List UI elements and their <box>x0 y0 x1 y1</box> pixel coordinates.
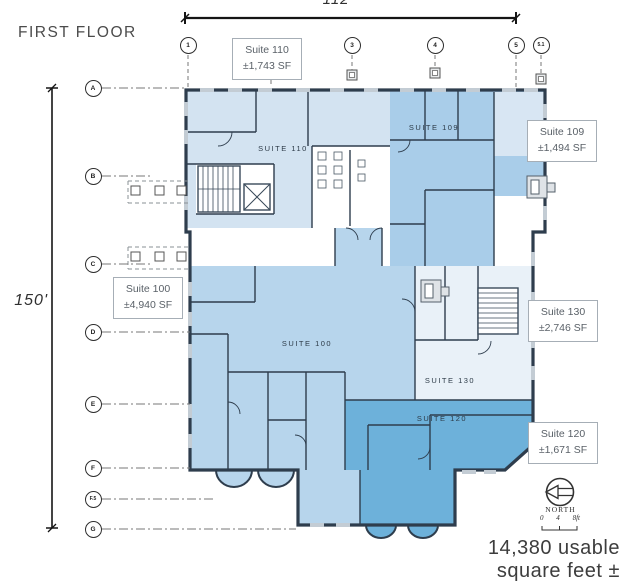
scale-tick-4: 4 <box>556 514 560 522</box>
grid-column-bubble-3: 3 <box>343 37 361 54</box>
total-area-line2: square feet ± <box>496 560 620 582</box>
north-arrow-icon <box>544 477 575 507</box>
suite-130-area-text: ±2,746 SF <box>538 321 588 334</box>
restroom-area <box>312 146 390 228</box>
door-swings <box>217 131 492 460</box>
plan-label-suite-100: SUITE 100 <box>282 339 332 348</box>
grid-row-bubble-f5: F.5 <box>84 490 102 508</box>
interior-walls <box>186 90 533 525</box>
suite-110-area-text: ±1,743 SF <box>242 59 292 72</box>
plan-label-suite-120: SUITE 120 <box>417 414 467 423</box>
restroom-fixtures <box>317 151 366 189</box>
grid-column-bubble-5-1: 5.1 <box>532 37 550 54</box>
elevator <box>243 183 271 211</box>
scale-ticks: 0 4 8ft <box>540 514 580 522</box>
grid-row-bubble-e: E <box>84 395 102 413</box>
grid-row-bubble-d: D <box>84 323 102 341</box>
entry-vestibule <box>335 228 382 266</box>
suite-109-area-text: ±1,494 SF <box>537 141 587 154</box>
suite-109-callout: Suite 109 ±1,494 SF <box>527 120 597 162</box>
suite-130-callout: Suite 130 ±2,746 SF <box>528 300 598 342</box>
suite-100-lower-wing <box>298 470 360 525</box>
suite-110-name: Suite 110 <box>245 44 289 56</box>
plan-label-suite-109: SUITE 109 <box>409 123 459 132</box>
suite-100-area <box>190 266 415 470</box>
suite-120-callout: Suite 120 ±1,671 SF <box>528 422 598 464</box>
scale-tick-8ft: 8ft <box>572 514 580 522</box>
grid-row-bubble-a: A <box>84 79 102 97</box>
page-title: FIRST FLOOR <box>18 24 137 41</box>
suite-100-name: Suite 100 <box>125 283 171 295</box>
bay-window-left-1 <box>214 469 254 488</box>
grid-column-bubble-5: 5 <box>507 37 525 54</box>
bay-window-bottom-1 <box>364 524 398 539</box>
grid-column-bubble-1: 1 <box>179 37 197 54</box>
left-canopy-columns <box>130 185 187 262</box>
suite-110-callout: Suite 110 ±1,743 SF <box>232 38 302 80</box>
grid-row-bubble-f: F <box>84 459 102 477</box>
total-area-text: 14,380 usable square feet ± <box>488 537 620 583</box>
grid-row-bubble-b: B <box>84 167 102 185</box>
suite-109-name: Suite 109 <box>539 126 585 138</box>
total-area-line1: 14,380 usable <box>487 537 620 559</box>
grid-row-bubble-c: C <box>84 255 102 273</box>
column-markers <box>276 67 547 85</box>
suite-120-area-text: ±1,671 SF <box>538 443 588 456</box>
top-dimension-line <box>180 12 521 24</box>
grid-row-bubble-g: G <box>84 520 102 538</box>
suite-100-area-text: ±4,940 SF <box>123 298 173 311</box>
suite-120-area <box>345 400 533 525</box>
bay-window-bottom-2 <box>406 524 440 539</box>
bay-window-left-2 <box>256 469 296 488</box>
exterior-walls <box>184 88 547 527</box>
top-dimension-label: 112' <box>318 0 358 8</box>
left-canopy-dashed <box>127 180 188 270</box>
stair-top-left <box>197 165 241 213</box>
plan-label-suite-130: SUITE 130 <box>425 376 475 385</box>
grid-column-bubble-4: 4 <box>426 37 444 54</box>
left-dimension-line <box>46 83 58 533</box>
suite-120-name: Suite 120 <box>540 428 586 440</box>
stair-right <box>477 287 519 335</box>
suite-130-name: Suite 130 <box>540 306 586 318</box>
suite-100-callout: Suite 100 ±4,940 SF <box>113 277 183 319</box>
north-label: NORTH <box>545 505 576 514</box>
scale-bar <box>541 526 578 531</box>
row-leader-lines <box>102 87 296 530</box>
right-entry-canopies <box>420 175 556 303</box>
scale-tick-0: 0 <box>540 514 544 522</box>
left-dimension-label: 150' <box>14 292 48 309</box>
plan-label-suite-110: SUITE 110 <box>258 144 308 153</box>
